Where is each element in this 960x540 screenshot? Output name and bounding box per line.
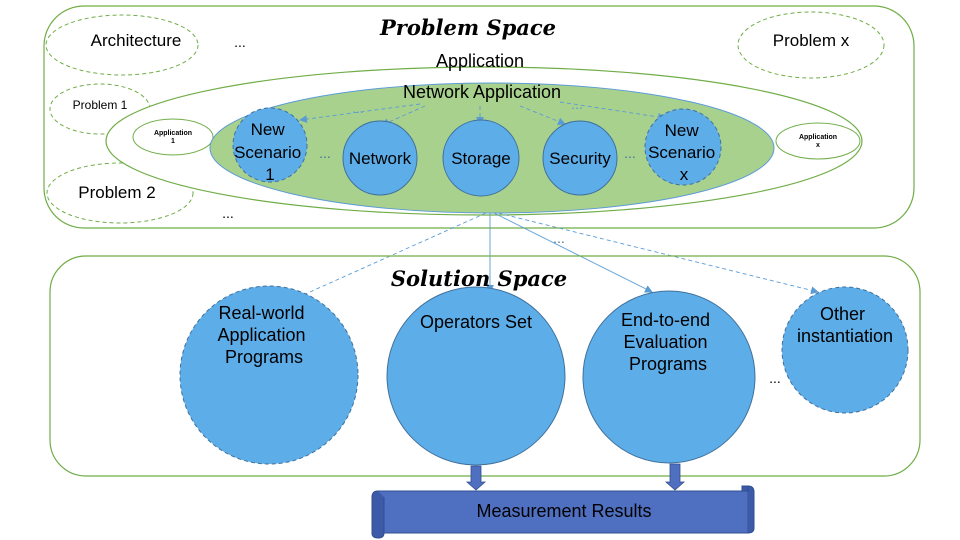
- problem-2-label: Problem 2: [78, 183, 155, 202]
- other-instantiation-label: Other instantiation: [797, 304, 893, 346]
- ellipsis-top-left: ...: [234, 34, 246, 50]
- security-circle: [542, 120, 618, 196]
- down-arrows: [465, 463, 686, 491]
- application-1-ellipse: [132, 118, 214, 156]
- new-scenario-1-circle: [232, 107, 308, 183]
- new-scenario-x-circle: [644, 108, 722, 186]
- problem-1-label: Problem 1: [73, 98, 128, 112]
- application-x-ellipse: [775, 122, 861, 160]
- operators-set-label: Operators Set: [420, 312, 532, 332]
- problem-space-title: Problem Space: [379, 15, 556, 40]
- problem-x-ellipse: [737, 11, 885, 79]
- real-world-label: Real-world Application Programs: [217, 303, 310, 367]
- application-x-label: Application: [799, 134, 837, 141]
- application-x-letter: x: [816, 142, 820, 149]
- other-instantiation-circle: [781, 286, 909, 414]
- end-to-end-label: End-to-end Evaluation Programs: [621, 310, 715, 374]
- ellipsis-scenario-x: ...: [624, 145, 636, 161]
- operators-set-circle: [386, 286, 566, 466]
- real-world-circle: [179, 285, 359, 465]
- problem-x-label: Problem x: [773, 31, 850, 50]
- architecture-ellipse: [45, 14, 199, 76]
- measurement-label: Measurement Results: [476, 501, 651, 521]
- end-to-end-circle: [582, 290, 756, 464]
- network-application-label: Network Application: [403, 82, 561, 102]
- application-1-label: Application: [154, 130, 192, 137]
- network-label: Network: [349, 149, 412, 168]
- network-circle: [342, 120, 418, 196]
- security-label: Security: [549, 149, 611, 168]
- storage-label: Storage: [451, 149, 511, 168]
- application-label: Application: [436, 51, 524, 71]
- new-scenario-x-label: New Scenario x: [648, 121, 720, 184]
- ellipsis-arrow-1: ...: [352, 100, 364, 116]
- architecture-label: Architecture: [91, 31, 182, 50]
- ellipsis-scenario-1: ...: [319, 145, 331, 161]
- solution-space-container: [49, 255, 921, 477]
- storage-circle: [442, 119, 520, 197]
- ellipsis-arrow-2: ...: [571, 96, 583, 112]
- ellipsis-solution-arrow: ...: [553, 230, 565, 246]
- measurement-banner: [371, 485, 755, 539]
- application-1-number: 1: [171, 138, 175, 145]
- new-scenario-1-label: New Scenario 1: [234, 120, 306, 184]
- ellipsis-solution: ...: [769, 370, 781, 386]
- ellipsis-left-3: ...: [222, 205, 234, 221]
